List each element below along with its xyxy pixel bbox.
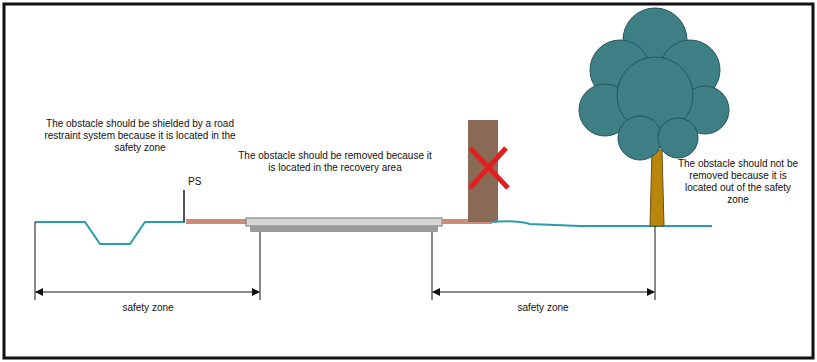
ditch xyxy=(35,222,185,244)
dimension-label: safety zone xyxy=(119,302,176,314)
note-text: The obstacle should not be removed becau… xyxy=(673,158,803,206)
dimension-arrow xyxy=(433,292,654,293)
extension-lines xyxy=(35,222,655,300)
road-base xyxy=(250,226,438,232)
slope xyxy=(492,221,712,226)
dimension-label: safety zone xyxy=(514,302,571,314)
cross-mark xyxy=(470,148,508,188)
dimension-arrow xyxy=(36,292,259,293)
cross-mark xyxy=(470,148,506,188)
note-text: The obstacle should be removed because i… xyxy=(235,150,435,174)
road xyxy=(246,218,442,226)
shoulder xyxy=(186,219,246,224)
tree-trunk xyxy=(650,150,664,226)
note-text: The obstacle should be shielded by a roa… xyxy=(30,118,250,154)
post-label: PS xyxy=(188,176,201,188)
tree-crown xyxy=(579,8,729,160)
frame xyxy=(4,4,813,358)
post xyxy=(183,190,185,222)
